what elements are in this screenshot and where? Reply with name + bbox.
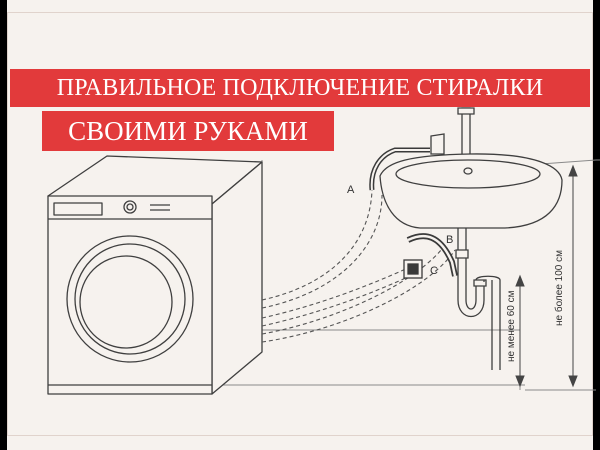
drain-pipe xyxy=(455,228,501,370)
wall-drain-outlet xyxy=(403,259,423,279)
title-banner-line-1: ПРАВИЛЬНОЕ ПОДКЛЮЧЕНИЕ СТИРАЛКИ xyxy=(10,69,590,107)
drain-hose xyxy=(406,233,458,277)
label-a: A xyxy=(347,184,355,196)
min-height-label: не менее 60 см xyxy=(506,290,517,362)
washing-machine xyxy=(47,155,263,395)
title-banner-line-2: СВОИМИ РУКАМИ xyxy=(42,111,334,151)
label-c: C xyxy=(430,265,438,277)
inner-border xyxy=(7,12,593,436)
max-height-label: не более 100 см xyxy=(553,250,565,326)
hoses xyxy=(261,189,456,343)
inlet-hose xyxy=(369,147,430,191)
sink xyxy=(379,107,563,229)
dimension-lines xyxy=(515,164,578,388)
label-b: B xyxy=(446,234,453,246)
